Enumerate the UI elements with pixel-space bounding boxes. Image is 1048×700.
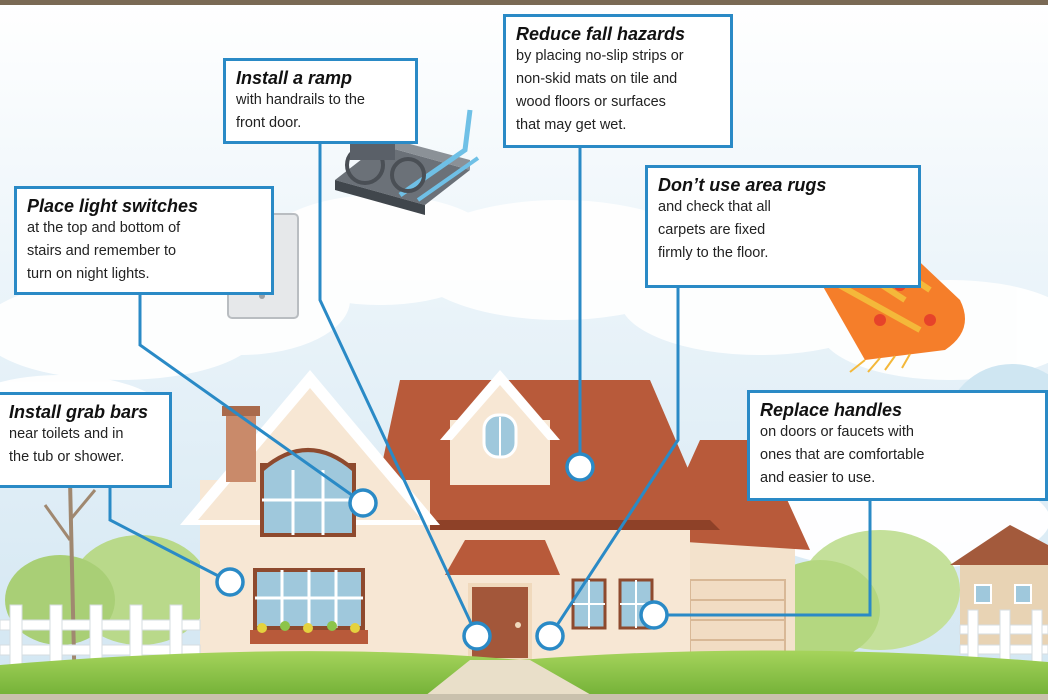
callout-title: Install a ramp	[236, 68, 353, 88]
connector-lines	[108, 143, 872, 637]
callout-title: Install grab bars	[9, 402, 149, 422]
callout-body: by placing no-slip strips or non-skid ma…	[516, 48, 684, 133]
callout-replace-handles: Replace handles on doors or faucets with…	[747, 390, 1048, 501]
marker-handles	[639, 600, 669, 630]
callout-dont-use-area-rugs: Don’t use area rugs and check that all c…	[645, 165, 921, 288]
bottom-strip	[0, 694, 1048, 700]
callout-reduce-fall-hazards: Reduce fall hazards by placing no-slip s…	[503, 14, 733, 148]
top-strip	[0, 0, 1048, 5]
marker-rugs	[535, 621, 565, 651]
walkway	[420, 660, 600, 700]
callout-body: with handrails to the front door.	[236, 92, 365, 131]
callout-title: Reduce fall hazards	[516, 24, 686, 44]
callout-body: near toilets and in the tub or shower.	[9, 426, 125, 465]
callout-install-grab-bars: Install grab bars near toilets and in th…	[0, 392, 172, 488]
callout-place-light-switches: Place light switches at the top and bott…	[14, 186, 274, 295]
marker-ramp	[462, 621, 492, 651]
marker-dots	[215, 452, 669, 651]
marker-light	[348, 488, 378, 518]
callout-title: Don’t use area rugs	[658, 175, 827, 195]
marker-grab	[215, 567, 245, 597]
fence-left	[0, 604, 201, 671]
callout-body: on doors or faucets with ones that are c…	[760, 424, 925, 486]
marker-fall	[565, 452, 595, 482]
callout-body: and check that all carpets are fixed fir…	[658, 199, 771, 261]
callout-install-ramp: Install a ramp with handrails to the fro…	[223, 58, 418, 144]
callout-body: at the top and bottom of stairs and reme…	[27, 220, 181, 282]
callout-title: Place light switches	[27, 196, 199, 216]
callout-title: Replace handles	[760, 400, 903, 420]
